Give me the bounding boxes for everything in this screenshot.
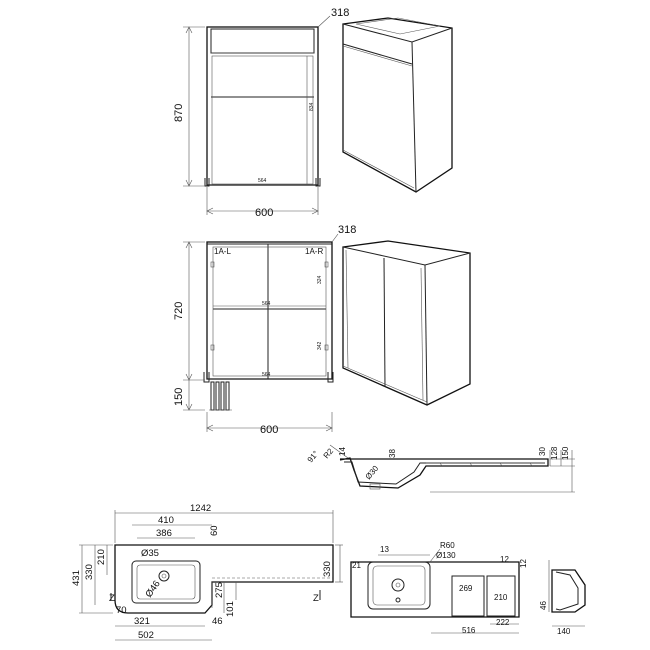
detail-21-label: 21 bbox=[352, 561, 361, 570]
inset-label: 60 bbox=[209, 525, 220, 536]
toilet-unit-front-elevation: 870 834 564 600 318 bbox=[173, 7, 349, 219]
plan-length-label: 1242 bbox=[190, 503, 211, 514]
unit-inner-height-label: 834 bbox=[309, 102, 315, 111]
detail-radius-label: R60 bbox=[440, 541, 455, 550]
basin-profile-section: 91° R2 14 Ø30 38 30 128 150 bbox=[306, 444, 575, 493]
profile-lip-label: 14 bbox=[338, 447, 347, 456]
detail-210-label: 210 bbox=[494, 593, 508, 602]
cabinet-depth-label: 318 bbox=[338, 224, 356, 236]
cabinet-height-label: 720 bbox=[173, 302, 185, 320]
lower-shelf-height-label: 342 bbox=[317, 341, 323, 350]
leg-height-label: 150 bbox=[173, 388, 185, 406]
plan-275-label: 275 bbox=[214, 582, 225, 598]
detail-222-label: 222 bbox=[496, 618, 510, 627]
vanity-unit-isometric bbox=[342, 240, 471, 406]
door-label-right: 1A-R bbox=[305, 247, 323, 256]
upper-shelf-height-label: 324 bbox=[317, 275, 323, 284]
detail-516-label: 516 bbox=[462, 626, 476, 635]
detail-269-label: 269 bbox=[459, 584, 473, 593]
detail-12b-label: 12 bbox=[519, 559, 528, 568]
plan-right-330-label: 330 bbox=[322, 561, 333, 577]
corner-radius-label: 70 bbox=[116, 605, 127, 616]
toilet-unit-isometric bbox=[342, 17, 453, 193]
plan-502-label: 502 bbox=[138, 630, 154, 641]
unit-width-label: 600 bbox=[255, 207, 273, 219]
cabinet-width-label: 600 bbox=[260, 424, 278, 436]
side-140-label: 140 bbox=[557, 627, 571, 636]
profile-150-label: 150 bbox=[561, 446, 570, 460]
detail-hole-label: Ø130 bbox=[436, 551, 456, 560]
profile-128-label: 128 bbox=[550, 446, 559, 460]
profile-radius-label: R2 bbox=[322, 446, 336, 460]
plan-431-label: 431 bbox=[71, 570, 82, 586]
detail-13-label: 13 bbox=[380, 545, 389, 554]
tap-hole-label: Ø35 bbox=[141, 548, 159, 559]
basin-side-view: 46 140 bbox=[539, 560, 586, 636]
basin-detail-view: 13 21 R60 Ø130 12 12 269 210 516 222 bbox=[350, 541, 528, 635]
unit-depth-label: 318 bbox=[331, 7, 349, 19]
base-width-label: 564 bbox=[262, 372, 271, 378]
plan-330-label: 330 bbox=[84, 564, 95, 580]
plan-321-label: 321 bbox=[134, 616, 150, 627]
section-z-left: Z bbox=[109, 593, 115, 604]
profile-angle-label: 91° bbox=[306, 449, 321, 464]
plan-210-label: 210 bbox=[96, 549, 107, 565]
side-46-label: 46 bbox=[539, 601, 548, 610]
door-label-left: 1A-L bbox=[214, 247, 231, 256]
unit-height-label: 870 bbox=[173, 104, 185, 122]
vanity-unit-front-elevation: 1A-L 1A-R 564 564 324 342 720 150 600 31… bbox=[173, 224, 356, 436]
waste-hole-label: Ø46 bbox=[143, 579, 162, 600]
shelf-width-label: 564 bbox=[262, 301, 271, 307]
bowl-inner-label: 386 bbox=[156, 528, 172, 539]
unit-inner-width-label: 564 bbox=[258, 178, 267, 184]
plan-46-label: 46 bbox=[212, 616, 223, 627]
bowl-outer-label: 410 bbox=[158, 515, 174, 526]
plan-101-label: 101 bbox=[225, 601, 236, 617]
basin-plan-view: 1242 410 386 60 Ø35 Ø46 431 330 210 Z 70… bbox=[71, 503, 343, 641]
profile-30-label: 30 bbox=[538, 447, 547, 456]
profile-depth-label: 38 bbox=[388, 449, 397, 458]
detail-12a-label: 12 bbox=[500, 555, 509, 564]
section-z-right: Z bbox=[313, 593, 319, 604]
profile-waste-label: Ø30 bbox=[364, 463, 381, 481]
